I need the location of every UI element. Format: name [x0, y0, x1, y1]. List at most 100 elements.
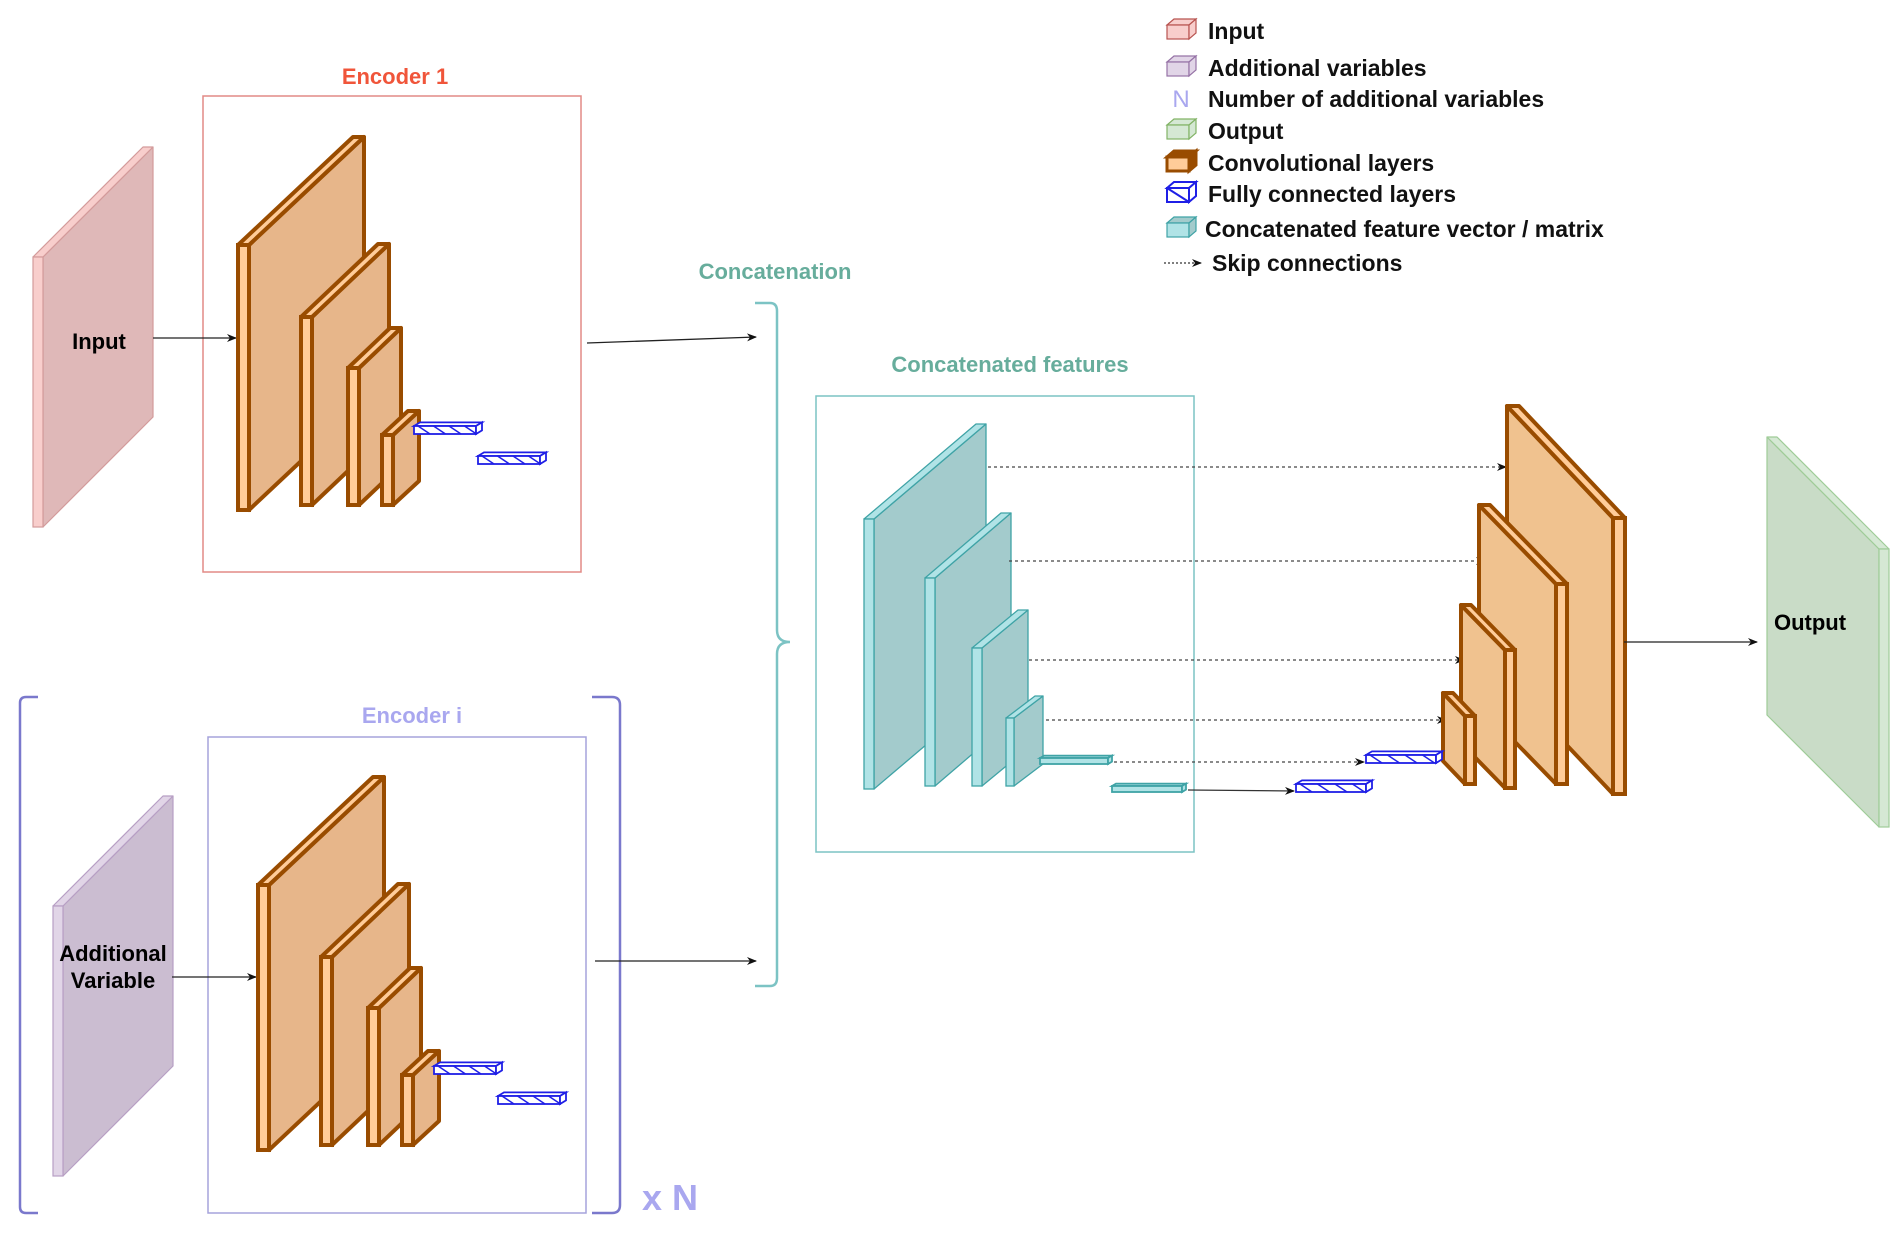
enci-fc-2-hatch [501, 1095, 515, 1105]
concat-vector-2-front [1111, 785, 1183, 793]
enc1-fc-2-hatch [481, 455, 495, 465]
enc1-fc-2-end [539, 450, 547, 466]
input-cube-icon [1165, 17, 1198, 41]
enc1-fc-1-hatch [433, 425, 446, 435]
additional-variables-cube-icon [1165, 54, 1198, 78]
decoder-fc-2-hatch [1334, 783, 1348, 793]
input-label: Input [72, 329, 126, 354]
enci-conv-3-side [366, 1006, 381, 1147]
legend-label: Convolutional layers [1208, 150, 1434, 176]
concat-vector-1-end [1107, 754, 1113, 766]
output-label: Output [1774, 610, 1847, 635]
additional-variable-plate [52, 795, 174, 1177]
encoder-1-to-concat-arrow [586, 333, 757, 344]
concatenated-features-box [815, 395, 1195, 853]
legend-item-concat-cube: Concatenated feature vector / matrix [1165, 215, 1604, 242]
legend-label: Output [1208, 118, 1284, 144]
enci-fc-2-end [559, 1090, 567, 1106]
legend-item-n-letter: N Number of additional variables [1172, 86, 1544, 113]
input-plate [32, 146, 154, 528]
fc-layer-cube-icon [1164, 179, 1199, 205]
enc1-fc-2 [474, 450, 550, 466]
decoder-conv-layers [1292, 404, 1627, 796]
addvar-plate-shape [52, 795, 174, 1177]
output-plate [1766, 436, 1890, 828]
decoder-fc-2 [1292, 778, 1376, 794]
legend-item-additional-variables-cube: Additional variables [1165, 54, 1427, 81]
legend-label: Input [1208, 18, 1265, 44]
concat-vector-2 [1108, 782, 1190, 794]
output-plate-shape [1766, 436, 1890, 828]
svg-text:N: N [1172, 86, 1189, 113]
decoder-fc-2-hatch [1299, 783, 1313, 793]
enc1-conv-1-side [236, 243, 251, 512]
input-plate-shape-side [32, 256, 44, 528]
legend-label: Fully connected layers [1208, 181, 1456, 207]
encoder-1-title: Encoder 1 [342, 64, 448, 89]
legend-item-input-cube: Input [1165, 17, 1265, 44]
additional-variable-label-line2: Variable [71, 968, 155, 993]
legend-label: Skip connections [1212, 250, 1402, 276]
encoder-1-box [202, 95, 582, 573]
decoder-conv-3-side [1503, 648, 1517, 790]
concatenation-brace [755, 301, 791, 988]
enci-fc-1-hatch [437, 1065, 451, 1075]
encoder-i-conv-layers [256, 775, 570, 1152]
legend-label: Concatenated feature vector / matrix [1205, 216, 1604, 242]
enci-conv-2-side [319, 955, 334, 1147]
legend-label: Additional variables [1208, 55, 1427, 81]
vector-to-decoder-arrow [1187, 786, 1295, 795]
decoder-fc-1-hatch [1404, 754, 1418, 764]
enci-fc-1-hatch [453, 1065, 466, 1075]
concatenated-feature-layers [863, 423, 1190, 794]
left-bracket [18, 695, 38, 1215]
encoder-1: Encoder 1 Input [32, 64, 582, 573]
legend-label: Number of additional variables [1208, 86, 1544, 112]
decoder-fc-2-end [1365, 778, 1373, 794]
enc1-fc-1-end [475, 420, 483, 436]
enci-fc-1-end [495, 1060, 503, 1076]
enci-fc-2-hatch [548, 1095, 561, 1105]
concatenation: Concatenation Concatenated features [586, 259, 1195, 988]
decoder-conv-2-side [1554, 582, 1569, 786]
concat-layer-4 [1005, 695, 1044, 787]
concat-vector-1 [1036, 754, 1116, 766]
right-bracket [592, 695, 622, 1215]
legend-item-output-cube: Output [1165, 117, 1284, 144]
enc1-conv-3-side [346, 366, 361, 507]
decoder-fc-1-hatch [1422, 754, 1435, 764]
input-plate-shape [32, 146, 154, 528]
decoder-fc-2-hatch [1317, 783, 1330, 793]
decoder-conv-4-side [1463, 714, 1477, 786]
enci-fc-1-hatch [468, 1065, 482, 1075]
enc1-fc-1 [410, 420, 486, 436]
decoder-fc-1-hatch [1387, 754, 1400, 764]
enci-fc-2-hatch [532, 1095, 546, 1105]
concat-layer-3-side [971, 647, 983, 787]
enc1-conv-4 [380, 409, 421, 507]
n-letter-icon: N [1172, 86, 1189, 113]
encoder-i-title: Encoder i [362, 703, 462, 728]
enc1-fc-1-hatch [464, 425, 477, 435]
enci-fc-1-hatch [484, 1065, 497, 1075]
legend-item-dotted-arrow: Skip connections [1164, 250, 1402, 276]
encoder-i: Encoder i Additional Variable x N [18, 695, 698, 1218]
enci-fc-2 [494, 1090, 570, 1106]
output-cube-icon [1165, 117, 1198, 141]
enci-conv-4-side [400, 1073, 415, 1147]
enci-conv-4 [400, 1049, 441, 1147]
output: Output [1624, 436, 1890, 828]
enc1-conv-4-side [380, 433, 395, 507]
additional-variable-label-line1: Additional [59, 941, 167, 966]
concat-layer-4-side [1005, 717, 1015, 787]
enci-conv-1-side [256, 883, 271, 1152]
decoder-fc-1 [1362, 749, 1446, 765]
enc1-fc-2-hatch [512, 455, 526, 465]
times-n-label: x N [642, 1177, 698, 1218]
decoder-fc-2-hatch [1352, 783, 1365, 793]
output-plate-shape-side [1878, 548, 1890, 828]
concat-vector-1-front [1039, 757, 1109, 765]
legend-item-conv-layer-cube: Convolutional layers [1162, 147, 1434, 176]
encoder-i-box [207, 736, 587, 1214]
